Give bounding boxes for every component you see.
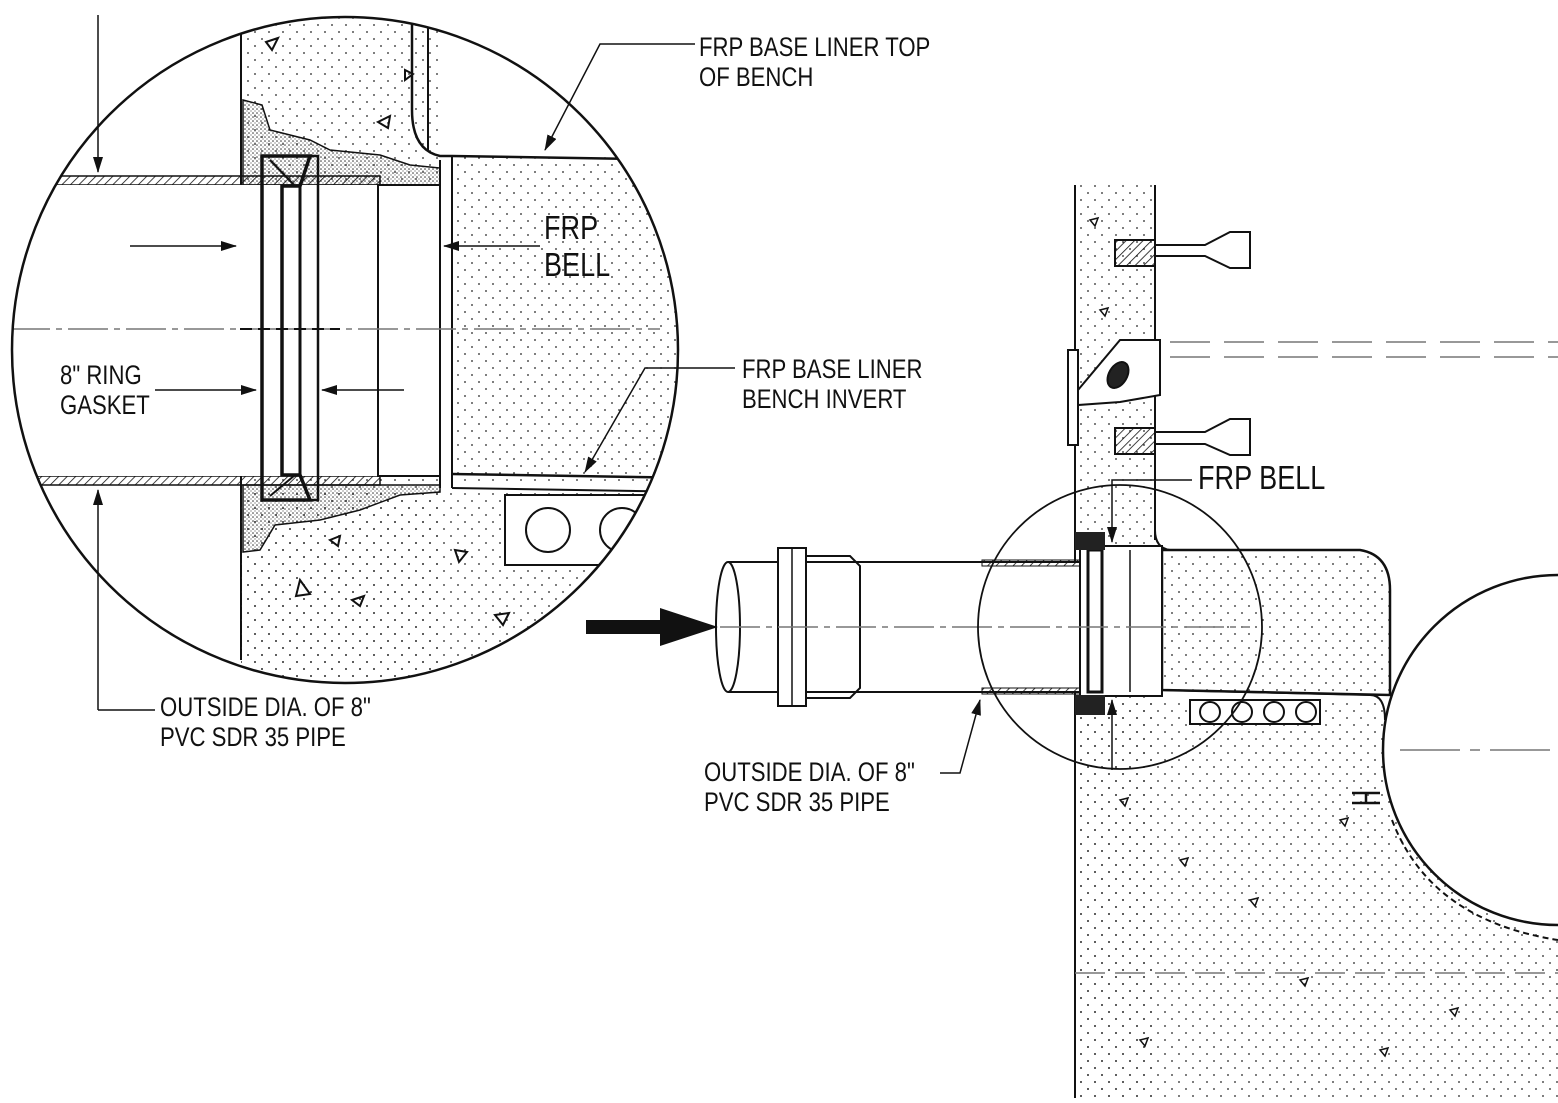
main-gasket xyxy=(1075,532,1163,715)
direction-arrow xyxy=(586,608,718,646)
main-view xyxy=(586,185,1558,1098)
main-base-concrete xyxy=(1075,700,1558,1098)
main-wall-anchors xyxy=(1067,231,1251,456)
bell-inner-body xyxy=(377,184,441,477)
detail-view xyxy=(10,15,735,711)
frp-bell-region xyxy=(452,155,678,485)
label-pipe-od-detail: OUTSIDE DIA. OF 8" PVC SDR 35 PIPE xyxy=(160,692,371,753)
label-ring-gasket: 8" RING GASKET xyxy=(60,360,150,421)
label-frp-base-liner-bench-invert: FRP BASE LINER BENCH INVERT xyxy=(742,354,923,415)
main-detail-marker-circle xyxy=(977,484,1263,770)
label-frp-base-liner-top-of-bench: FRP BASE LINER TOP OF BENCH xyxy=(699,32,931,93)
label-frp-bell-main: FRP BELL xyxy=(1198,459,1326,496)
label-frp-bell-detail: FRP BELL xyxy=(544,209,611,283)
detail-circle-outline xyxy=(10,15,680,685)
pipe-wall-bottom xyxy=(12,475,381,486)
aggregate-marks xyxy=(264,36,511,627)
main-aggregate-marks xyxy=(1088,216,1460,1058)
label-pipe-od-main: OUTSIDE DIA. OF 8" PVC SDR 35 PIPE xyxy=(704,757,915,818)
frp-liner-top xyxy=(410,17,678,162)
main-conduits xyxy=(1189,699,1321,725)
main-frp-bell xyxy=(1160,548,1392,697)
